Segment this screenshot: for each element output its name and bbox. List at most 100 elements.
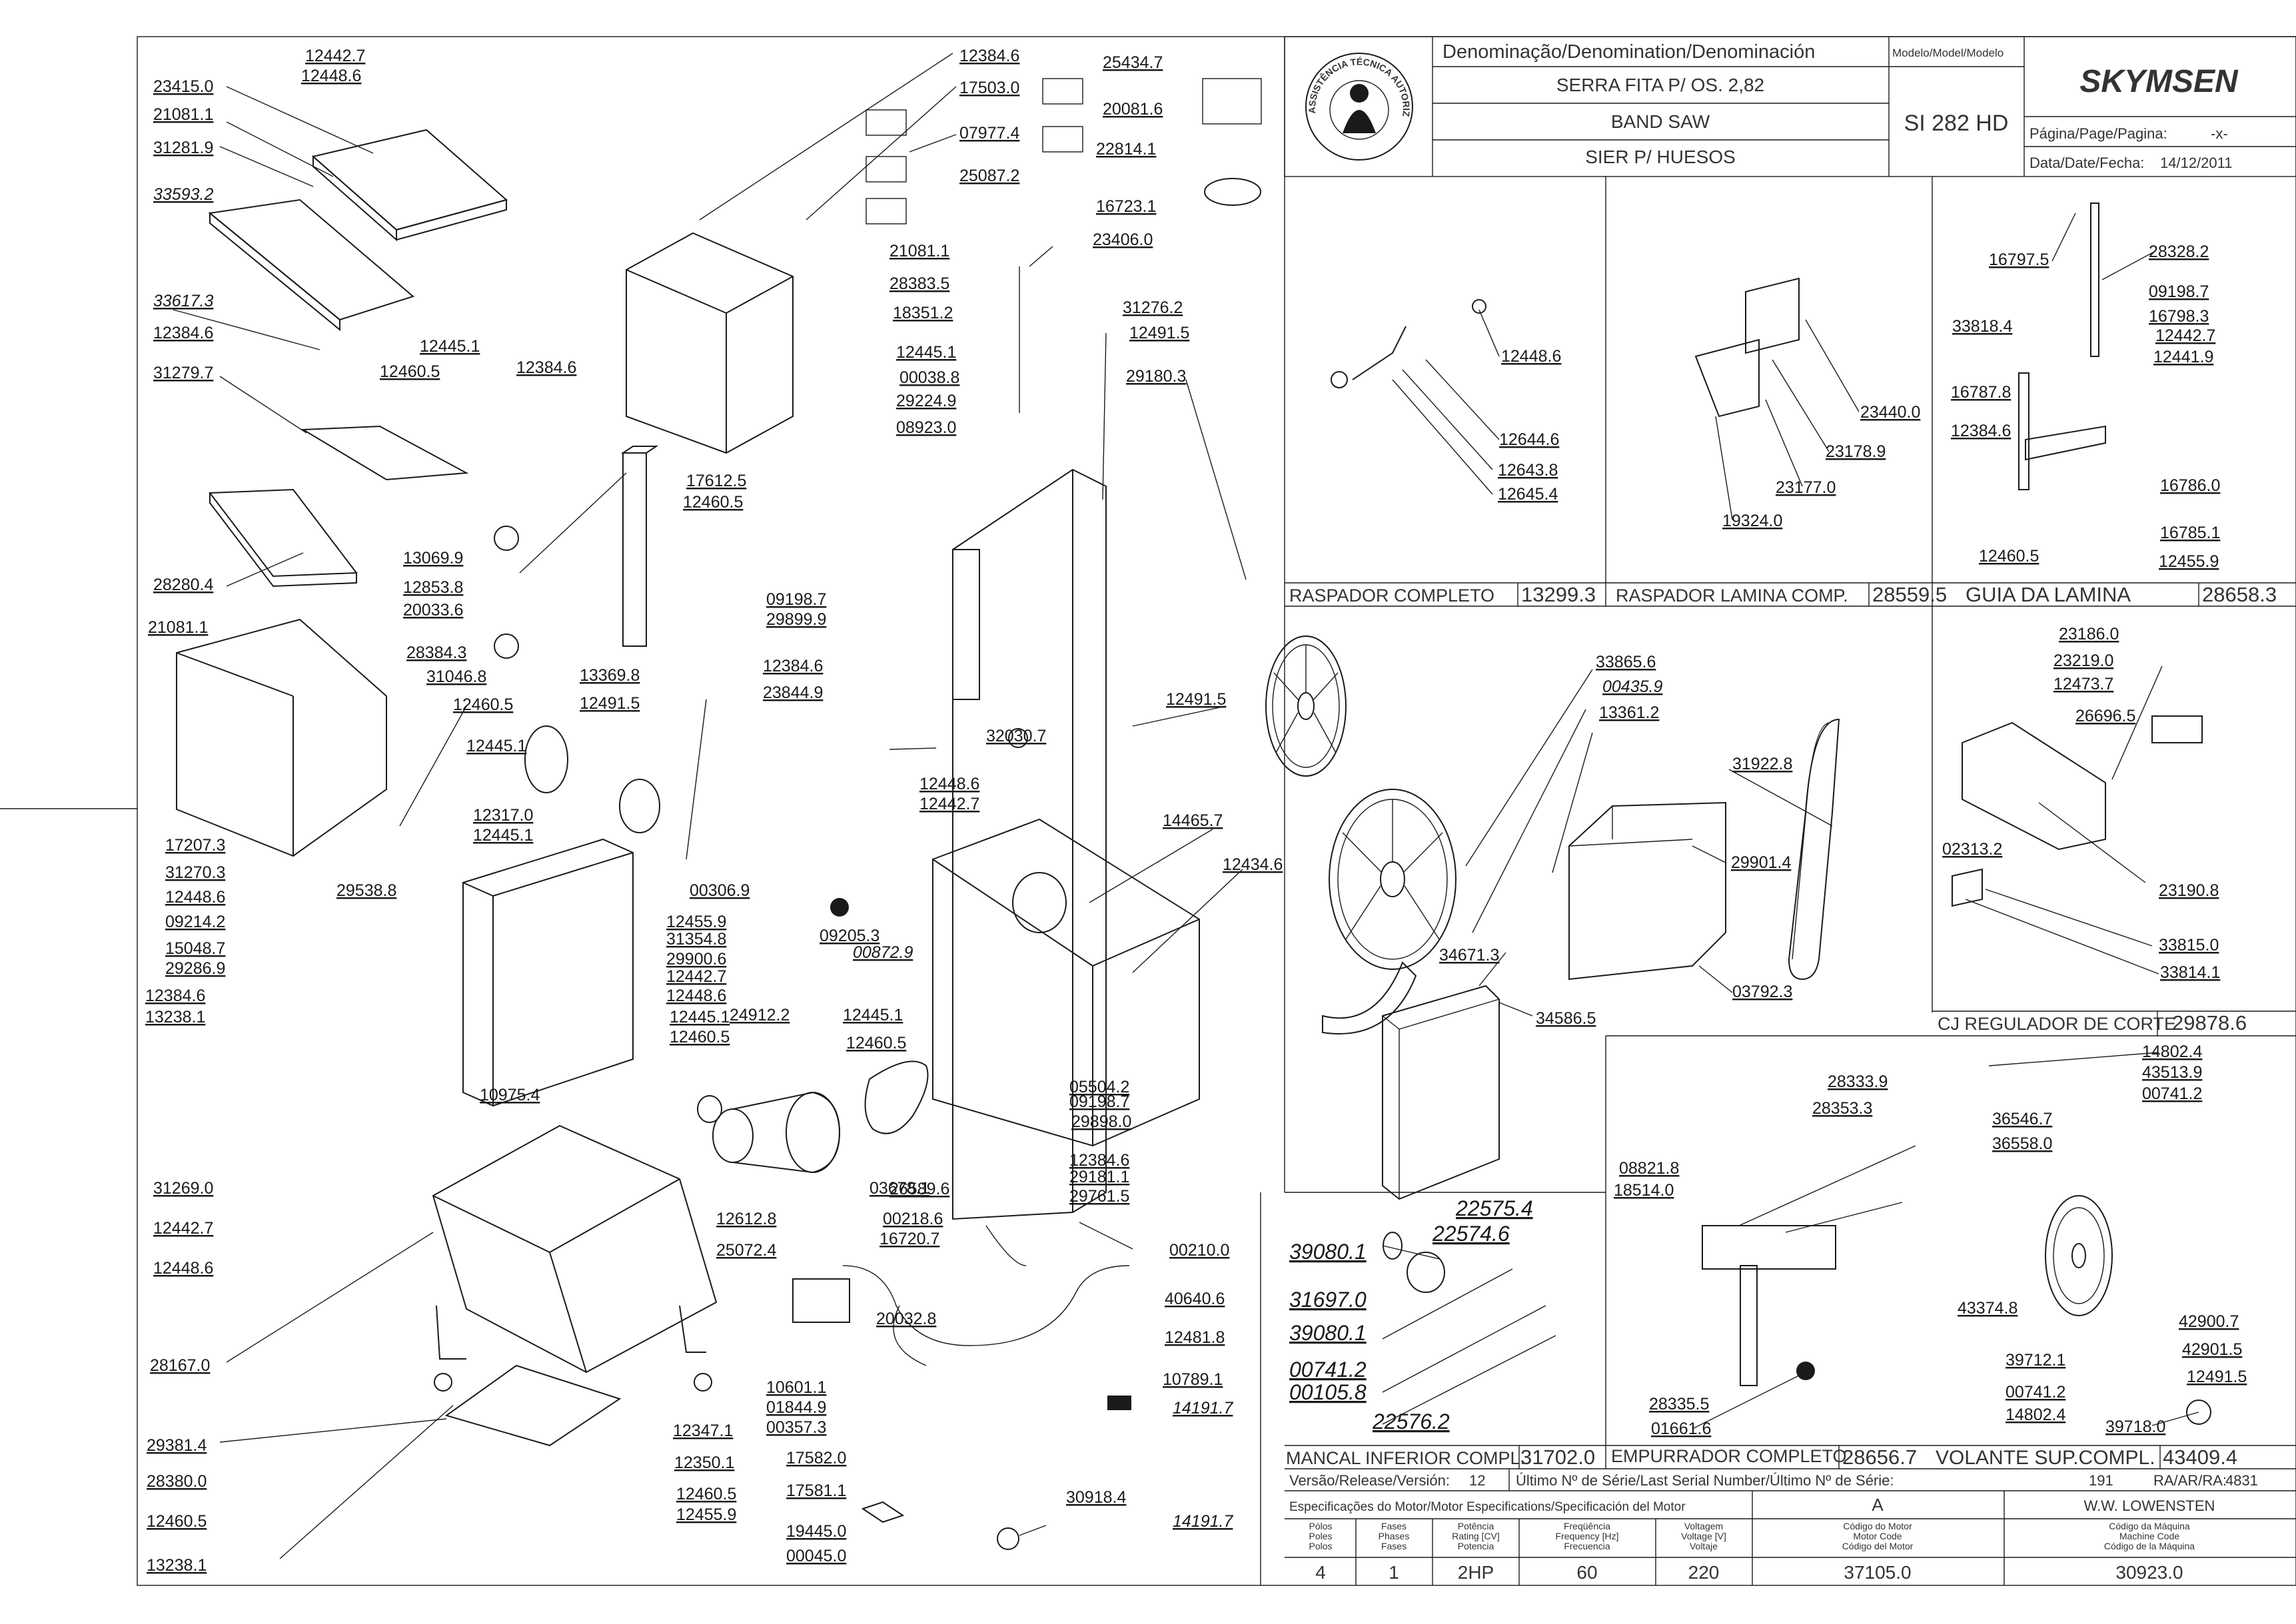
part-number-label: 29286.9: [165, 959, 225, 978]
part-number-label: 13369.8: [580, 666, 640, 685]
part-number-label: 12448.6: [666, 987, 726, 1005]
part-number-label: 12448.6: [153, 1259, 213, 1278]
part-number-label: 26696.5: [2075, 707, 2135, 725]
part-number-label: 12448.6: [165, 888, 225, 907]
part-number-label: 29381.4: [147, 1436, 207, 1455]
part-number-label: 12643.8: [1498, 461, 1558, 480]
part-number-label: 12460.5: [1979, 547, 2039, 566]
part-number-label: 29761.5: [1069, 1187, 1129, 1206]
part-number-label: 12460.5: [147, 1512, 207, 1531]
sheet-border: [137, 36, 2296, 1586]
part-number-label: 12442.7: [153, 1219, 213, 1238]
part-number-label: 23177.0: [1776, 478, 1836, 497]
subassembly-drawings: [1331, 203, 2211, 1425]
motor-column-header: Código del Motor: [1842, 1541, 1914, 1551]
part-number-label: 12491.5: [1166, 690, 1226, 709]
part-number-label: 14802.4: [2006, 1406, 2065, 1424]
part-number-label: 12612.8: [716, 1210, 776, 1228]
part-number-label: 13069.9: [403, 549, 463, 568]
part-number-label: 18514.0: [1614, 1181, 1674, 1200]
part-number-label: 12491.5: [1129, 324, 1189, 342]
part-number-label: 33593.2: [153, 185, 213, 204]
motor-column-header: Potencia: [1458, 1541, 1494, 1551]
motor-column-header: Phases: [1379, 1531, 1410, 1541]
part-number-label: 12448.6: [301, 67, 361, 85]
part-number-label: 12442.7: [666, 967, 726, 986]
motor-column-header: Rating [CV]: [1452, 1531, 1500, 1541]
motor-value: 220: [1688, 1562, 1720, 1583]
part-number-label: 23178.9: [1826, 442, 1886, 461]
part-number-label: 12491.5: [580, 694, 640, 713]
part-number-label: 12645.4: [1498, 485, 1558, 504]
part-number-label: 31046.8: [426, 667, 486, 686]
part-number-label: 21081.1: [148, 618, 208, 637]
part-number-label: 16787.8: [1951, 383, 2011, 402]
date-value: 14/12/2011: [2160, 155, 2232, 171]
part-number-label: 18351.2: [893, 304, 953, 322]
part-number-label: 00105.8: [1289, 1380, 1367, 1404]
motor-value: 1: [1389, 1562, 1399, 1583]
part-number-label: 29181.1: [1069, 1168, 1129, 1186]
motor-value: 37105.0: [1844, 1562, 1911, 1583]
part-number-label: 00741.2: [2142, 1084, 2202, 1103]
part-number-label: 05504.2: [1069, 1078, 1129, 1096]
part-number-label: 28167.0: [150, 1356, 210, 1375]
part-number-label: 28280.4: [153, 576, 213, 594]
part-number-label: 08821.8: [1619, 1159, 1679, 1178]
part-number-label: 19445.0: [786, 1522, 846, 1541]
motor-column-headers: PólosPolesPolosFasesPhasesFasesPotênciaR…: [1309, 1521, 2195, 1551]
motor-letter: A: [1872, 1495, 1884, 1515]
part-number-label: 12347.1: [673, 1421, 733, 1440]
part-number-label: 10789.1: [1163, 1370, 1223, 1389]
part-number-label: 24912.2: [730, 1006, 790, 1024]
part-number-label: 28335.5: [1649, 1395, 1709, 1414]
part-number-label: 12445.1: [420, 337, 480, 356]
part-number-label: 09205.3: [820, 927, 879, 945]
part-number-label: 21081.1: [889, 242, 949, 260]
motor-column-header: Fases: [1381, 1521, 1407, 1531]
model-header: Modelo/Model/Modelo: [1892, 47, 2004, 59]
part-number-label: 20032.8: [876, 1310, 936, 1328]
part-number-label: 28383.5: [889, 274, 949, 293]
assembly-name-raspador: RASPADOR COMPLETO: [1289, 586, 1494, 606]
part-number-label: 12442.7: [919, 795, 979, 813]
part-number-label: 14465.7: [1163, 811, 1223, 830]
part-number-label: 13238.1: [147, 1556, 207, 1575]
stamp-text: ASSISTÊNCIA TÉCNICA AUTORIZADA: [0, 0, 1412, 117]
part-number-label: 22575.4: [1455, 1196, 1533, 1220]
part-number-label: 12644.6: [1499, 430, 1559, 449]
part-number-label: 31276.2: [1123, 298, 1183, 317]
assembly-name-regulador: CJ REGULADOR DE CORTE: [1938, 1014, 2176, 1034]
part-number-label: 17207.3: [165, 836, 225, 855]
motor-column-header: Voltagem: [1684, 1521, 1723, 1531]
serial-value: 191: [2089, 1472, 2113, 1489]
part-number-label: 14191.7: [1173, 1399, 1233, 1418]
part-number-label: 13361.2: [1599, 703, 1659, 722]
part-number-label: 20033.6: [403, 601, 463, 619]
part-number-label: 09198.7: [1069, 1092, 1129, 1111]
part-number-label: 12445.1: [670, 1008, 730, 1026]
part-number-label: 12384.6: [516, 358, 576, 377]
part-number-label: 30918.4: [1066, 1488, 1126, 1507]
part-number-label: 17581.1: [786, 1481, 846, 1500]
assembly-code-guia: 28658.3: [2202, 583, 2277, 606]
part-number-label: 00357.3: [766, 1418, 826, 1437]
motor-column-header: Código da Máquina: [2109, 1521, 2190, 1531]
part-number-label: 12441.9: [2153, 348, 2213, 366]
part-number-label: 12491.5: [2187, 1368, 2247, 1386]
motor-column-header: Pólos: [1309, 1521, 1332, 1531]
part-number-label: 17503.0: [959, 79, 1019, 97]
part-number-label: 12384.6: [959, 47, 1019, 65]
part-number-label: 12473.7: [2053, 675, 2113, 693]
page-label: Página/Page/Pagina:: [2029, 125, 2167, 142]
part-number-label: 03792.3: [1732, 983, 1792, 1001]
part-number-label: 34586.5: [1536, 1009, 1596, 1028]
part-number-label: 25072.4: [716, 1241, 776, 1260]
assembly-captions: RASPADOR COMPLETO 13299.3 RASPADOR LAMIN…: [1286, 583, 2277, 1469]
part-number-label: 12460.5: [683, 493, 743, 512]
assembly-name-raspador-lamina: RASPADOR LAMINA COMP.: [1616, 586, 1848, 606]
machine-name-pt: SERRA FITA P/ OS. 2,82: [1556, 75, 1764, 95]
part-number-label: 02313.2: [1942, 840, 2002, 859]
belt: [864, 1060, 929, 1134]
